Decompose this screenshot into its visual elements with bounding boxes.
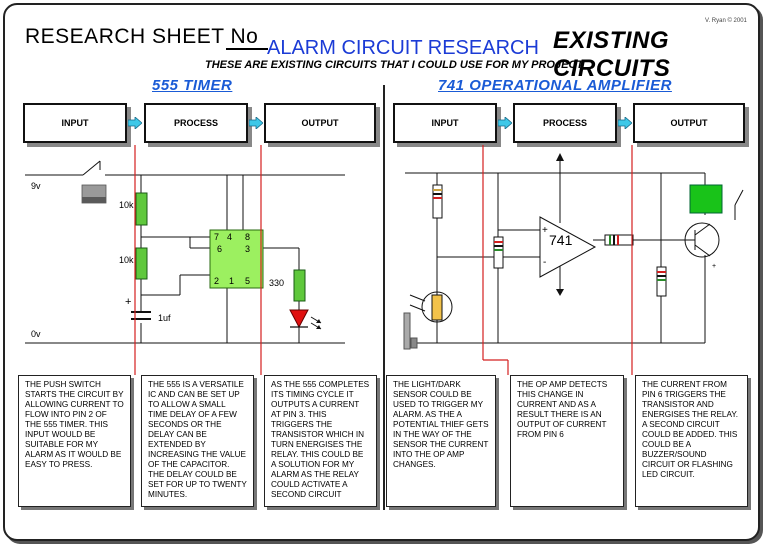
- section-divider: [383, 85, 385, 510]
- note-555-input: THE PUSH SWITCH STARTS THE CIRCUIT BY AL…: [18, 375, 131, 507]
- ic-pin-4: 4: [227, 232, 232, 242]
- label-cap-plus: +: [125, 296, 131, 308]
- flow-box-input-741: INPUT: [393, 103, 497, 143]
- label-opamp-plus: +: [542, 225, 548, 236]
- flow-box-input-555: INPUT: [23, 103, 127, 143]
- section-title-741: 741 OPERATIONAL AMPLIFIER: [438, 77, 672, 94]
- flow-arrow-icon: [498, 117, 512, 129]
- ic-pin-8: 8: [245, 232, 250, 242]
- ic-pin-6: 6: [217, 244, 222, 254]
- section-title-555: 555 TIMER: [152, 77, 233, 94]
- ic-pin-3: 3: [245, 244, 250, 254]
- existing-circuits-heading: EXISTING CIRCUITS: [553, 27, 671, 82]
- research-sheet: RESEARCH SHEET No ALARM CIRCUIT RESEARCH…: [3, 3, 760, 541]
- ic-pin-1: 1: [229, 276, 234, 286]
- flow-box-output-741: OUTPUT: [633, 103, 745, 143]
- copyright: V. Ryan © 2001: [705, 18, 747, 24]
- flow-arrow-icon: [128, 117, 142, 129]
- label-741: 741: [549, 232, 573, 248]
- label-9v: 9v: [31, 181, 41, 191]
- label-0v: 0v: [31, 329, 41, 339]
- ic-pin-7: 7: [214, 232, 219, 242]
- note-555-output: AS THE 555 COMPLETES ITS TIMING CYCLE IT…: [264, 375, 377, 507]
- note-741-output: THE CURRENT FROM PIN 6 TRIGGERS THE TRAN…: [635, 375, 748, 507]
- note-741-input: THE LIGHT/DARK SENSOR COULD BE USED TO T…: [386, 375, 496, 507]
- note-555-process: THE 555 IS A VERSATILE IC AND CAN BE SET…: [141, 375, 254, 507]
- page-subtitle: THESE ARE EXISTING CIRCUITS THAT I COULD…: [205, 59, 584, 71]
- note-741-process: THE Op Amp DETECTS THIS CHANGE IN CURREN…: [510, 375, 624, 507]
- flow-box-process-741: PROCESS: [513, 103, 617, 143]
- circuit-741-diagram: 741 + - +: [403, 145, 744, 375]
- flow-box-output-555: OUTPUT: [264, 103, 376, 143]
- label-r2: 10k: [119, 255, 134, 265]
- flow-arrow-icon: [618, 117, 632, 129]
- ic-pin-2: 2: [214, 276, 219, 286]
- label-opamp-minus: -: [543, 257, 546, 268]
- circuit-555-diagram: 9v 0v 10k 10k 1uf + 330 7 4 8 6 3 2 1 5: [25, 145, 345, 375]
- flow-box-process-555: PROCESS: [144, 103, 248, 143]
- label-cap: 1uf: [158, 313, 171, 323]
- label-transistor-plus: +: [712, 263, 716, 270]
- flow-arrow-icon: [249, 117, 263, 129]
- sheet-number-blank: [226, 48, 268, 50]
- label-r1: 10k: [119, 200, 134, 210]
- label-r3: 330: [269, 278, 284, 288]
- ic-pin-5: 5: [245, 276, 250, 286]
- page-title: ALARM CIRCUIT RESEARCH: [267, 37, 539, 59]
- sheet-number-label: RESEARCH SHEET No: [25, 25, 259, 48]
